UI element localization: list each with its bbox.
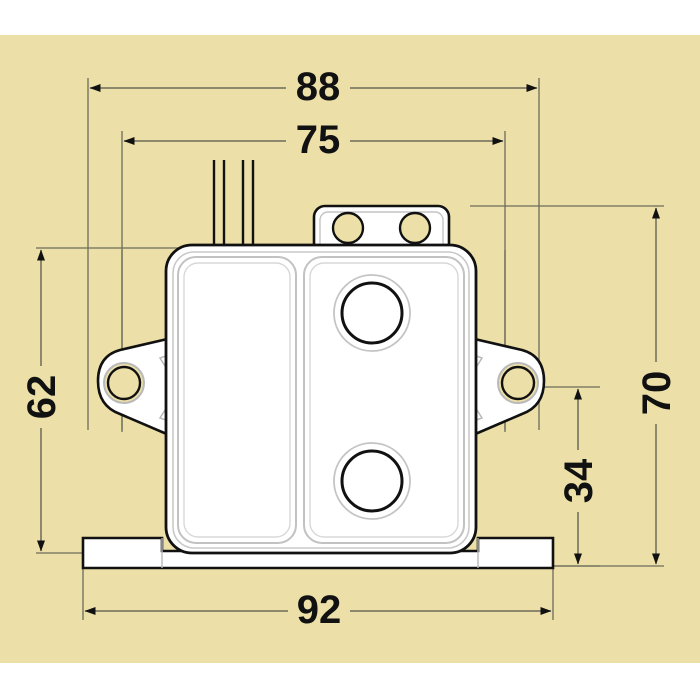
right-flange-hole <box>500 365 536 401</box>
dim-75-label: 75 <box>296 118 341 162</box>
dimension-34: 34 <box>557 388 601 565</box>
left-chamber-panel <box>177 256 297 544</box>
dimension-92: 92 <box>84 588 552 632</box>
dimension-70: 70 <box>635 207 679 565</box>
dim-34-label: 34 <box>557 458 601 503</box>
left-panel-inner <box>183 262 291 538</box>
lower-port-bore <box>340 449 404 513</box>
lower-port <box>333 442 411 520</box>
dim-62-label: 62 <box>20 375 64 420</box>
housing-inner-shell <box>172 251 470 549</box>
dimension-62: 62 <box>20 249 64 552</box>
left-flange-hole <box>106 365 142 401</box>
dimension-75: 75 <box>123 118 504 162</box>
upper-port <box>333 274 411 352</box>
top-bracket-hole-left <box>331 211 365 245</box>
upper-port-bore <box>340 281 404 345</box>
dim-88-label: 88 <box>296 65 341 109</box>
dimension-88: 88 <box>89 65 538 109</box>
wire-leads-group <box>212 160 255 252</box>
right-mounting-flange <box>464 335 546 440</box>
top-bracket-hole-right <box>398 211 432 245</box>
dim-70-label: 70 <box>635 371 679 416</box>
dim-92-label: 92 <box>297 588 342 632</box>
left-mounting-flange <box>96 335 178 440</box>
